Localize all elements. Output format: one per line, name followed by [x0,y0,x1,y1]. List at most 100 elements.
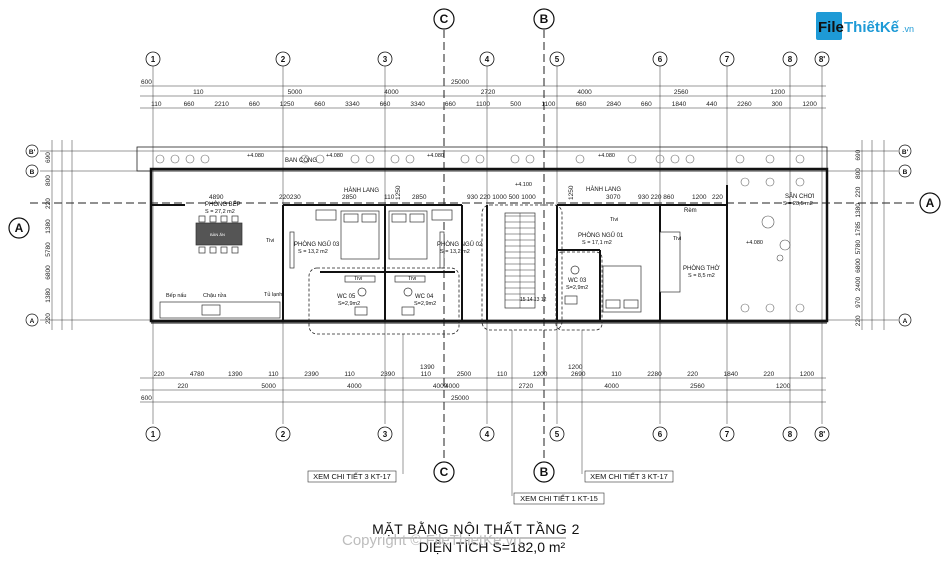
dimension-value: 1380 [45,288,52,303]
grid-bubble [275,426,291,442]
title-line-1: MẶT BẰNG NỘI THẤT TẦNG 2 [372,520,580,537]
dimension-value: 220 [687,371,698,378]
grid-bubble [782,51,798,67]
svg-text:XEM CHI TIẾT 1 KT-15: XEM CHI TIẾT 1 KT-15 [520,493,598,503]
dimension-value: 1100 [541,101,555,108]
grid-bubble-label: 2 [281,430,286,439]
grid-bubbles-left: B' B A [25,144,39,327]
dimension-value: 1380 [45,219,52,234]
svg-text:BÀN ĂN: BÀN ĂN [210,232,225,237]
title-line-2: DIỆN TÍCH S=182,0 m² [419,539,566,555]
dimension-value: 660 [184,101,195,108]
dimension-value: 110 [268,371,279,378]
dimension-value: 4780 [190,371,205,378]
grid-bubble [719,51,735,67]
svg-text:PHÒNG NGỦ 03: PHÒNG NGỦ 03 [294,241,340,248]
dimension-value: 2560 [674,89,689,96]
grid-bubble [275,51,291,67]
grid-bubble-label: 8' [819,55,825,64]
interior-walls [151,185,728,321]
svg-text:Tivi: Tivi [266,238,274,244]
dimension-value: 660 [314,101,325,108]
grid-bubble-label: 8 [788,55,793,64]
annotation-labels: BAN CÔNG HÀNH LANG HÀNH LANG BÀN ĂN Bếp … [166,153,763,303]
svg-text:1200: 1200 [692,194,707,201]
dimension-value: 1840 [672,101,687,108]
grid-bubble-label: 3 [383,55,388,64]
svg-text:WC 04: WC 04 [415,294,434,300]
dimension-value: 800 [45,175,52,186]
svg-text:930 220 1000 500 1000: 930 220 1000 500 1000 [467,194,536,201]
svg-text:S=2,9m2: S=2,9m2 [338,301,360,307]
svg-text:B: B [540,12,549,26]
svg-text:930 220 860: 930 220 860 [638,194,675,201]
svg-text:BAN CÔNG: BAN CÔNG [285,157,317,164]
dimension-value: 4000 [384,89,399,96]
svg-text:Tivi: Tivi [354,276,362,282]
svg-text:1390: 1390 [420,364,435,371]
plant-icon [170,154,180,164]
dimension-value: 500 [510,101,521,108]
svg-text:B': B' [902,149,909,156]
dimension-value: 220 [855,186,862,197]
dimension-value: 1100 [476,101,490,108]
svg-text:1250: 1250 [568,185,575,200]
svg-text:S = 28,5 m2: S = 28,5 m2 [783,201,813,207]
dimension-value: 5780 [45,242,52,257]
dimension-value: 1200 [770,89,785,96]
grid-bubble-label: 4 [485,430,490,439]
vertical-dim-labels: 1250 1250 [395,185,575,200]
svg-text:Bếp nấu: Bếp nấu [166,293,187,299]
plant-icon [795,177,805,187]
svg-text:600: 600 [141,79,152,86]
dimension-lines-top: 25000 600 [140,79,826,109]
plant-icon [460,154,470,164]
dimension-value: 5780 [855,240,862,255]
dimension-value: 440 [706,101,717,108]
dimension-lines-right [861,140,885,330]
svg-text:1200: 1200 [568,364,583,371]
svg-text:+4.100: +4.100 [515,182,532,188]
logo-domain-text: .vn [902,24,914,34]
dimension-value: 300 [772,101,783,108]
svg-text:2850: 2850 [342,194,357,201]
plant-icon [315,154,325,164]
grid-bubble-label: 1 [151,55,156,64]
plant-icon [350,154,360,164]
section-marker-a-right: A [919,192,941,214]
dimension-value: 690 [855,149,862,160]
reference-box-3: XEM CHI TIẾT 3 KT-17 [584,470,674,483]
dimension-value: 2500 [457,371,472,378]
dimension-value: 1200 [800,371,815,378]
dimension-value: 3340 [410,101,425,108]
dimension-value: 1200 [776,383,791,390]
grid-bubble-label: 2 [281,55,286,64]
svg-text:25000: 25000 [451,395,469,402]
dimension-value: 2210 [214,101,229,108]
dimension-value: 110 [151,101,162,108]
svg-text:+4.080: +4.080 [427,153,444,159]
plant-icon [390,154,400,164]
svg-text:PHÒNG THỜ: PHÒNG THỜ [683,265,720,272]
svg-text:B: B [30,169,35,176]
grid-bubble [377,426,393,442]
plant-icon [525,154,535,164]
dimension-value: 2390 [304,371,319,378]
dimension-value: 1200 [533,371,548,378]
svg-text:A: A [30,318,35,325]
room-labels: PHÒNG BẾP S = 27,2 m2 PHÒNG NGỦ 03 S = 1… [205,193,815,307]
dimension-value: 2260 [737,101,752,108]
plant-icon [365,154,375,164]
plant-icon [795,303,805,313]
dimension-value: 6800 [45,265,52,280]
plant-icon [510,154,520,164]
dimension-lines-bottom: 25000 600 1390 1200 4000 [140,364,826,403]
grid-bubble-label: 5 [555,55,560,64]
svg-text:S = 13,2 m2: S = 13,2 m2 [440,249,470,255]
grid-bubble [479,51,495,67]
